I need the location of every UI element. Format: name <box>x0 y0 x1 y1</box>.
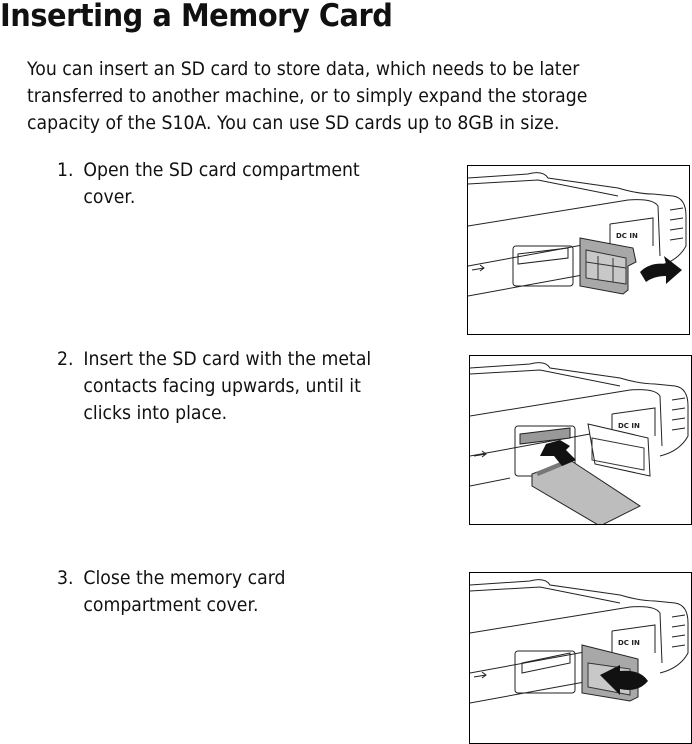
step-line: Insert the SD card with the metal <box>83 348 372 370</box>
usb-icon <box>473 450 487 458</box>
usb-icon <box>471 264 485 272</box>
step-number: 2. <box>57 348 74 370</box>
device-illustration: DC IN <box>470 579 689 704</box>
intro-line: transferred to another machine, or to si… <box>27 85 588 107</box>
dc-in-label: DC IN <box>618 639 640 647</box>
dc-in-label: DC IN <box>618 422 640 430</box>
device-illustration: DC IN <box>470 362 689 524</box>
device-illustration: DC IN <box>468 172 687 297</box>
dc-in-label: DC IN <box>616 232 638 240</box>
step-line: Open the SD card compartment <box>83 159 360 181</box>
step-text: Insert the SD card with the metal contac… <box>83 346 371 427</box>
intro-line: capacity of the S10A. You can use SD car… <box>27 112 560 134</box>
insert-card-arrow <box>540 440 576 466</box>
open-cover-arrow <box>640 256 682 284</box>
cover-flap <box>587 423 651 477</box>
intro-paragraph: You can insert an SD card to store data,… <box>27 56 632 137</box>
step-number: 3. <box>57 567 74 589</box>
figure-close-cover: DC IN <box>469 572 692 744</box>
cover-flap <box>579 237 637 295</box>
step-line: contacts facing upwards, until it <box>83 375 361 397</box>
step-text: Open the SD card compartment cover. <box>83 157 359 211</box>
intro-line: You can insert an SD card to store data,… <box>27 58 580 80</box>
step-number: 1. <box>57 159 74 181</box>
step-line: compartment cover. <box>83 594 259 616</box>
page-title: Inserting a Memory Card <box>0 0 393 34</box>
figure-insert-card: DC IN <box>469 355 692 525</box>
step-line: clicks into place. <box>83 402 228 424</box>
step-text: Close the memory card compartment cover. <box>83 565 285 619</box>
usb-icon <box>473 671 487 679</box>
step-line: cover. <box>83 186 136 208</box>
close-cover-arrow <box>600 665 648 695</box>
figure-open-cover: DC IN <box>467 165 690 335</box>
step-line: Close the memory card <box>83 567 286 589</box>
